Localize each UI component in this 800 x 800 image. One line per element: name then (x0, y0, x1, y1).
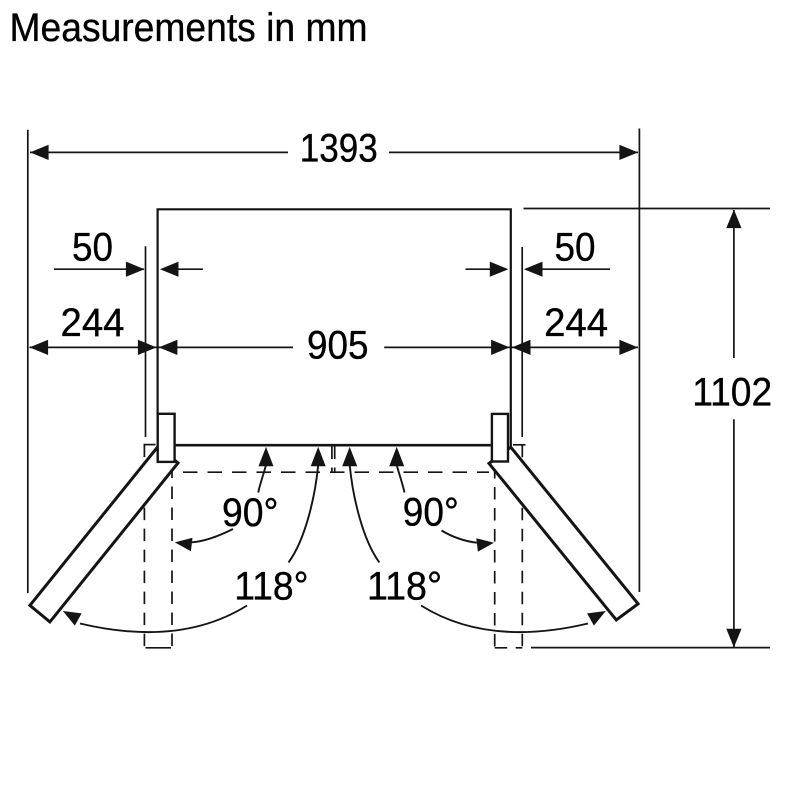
svg-text:244: 244 (61, 301, 125, 345)
svg-text:50: 50 (72, 226, 113, 270)
svg-text:90°: 90° (222, 491, 279, 535)
svg-text:90°: 90° (403, 491, 459, 535)
svg-text:1393: 1393 (300, 126, 378, 170)
svg-text:50: 50 (555, 226, 596, 270)
svg-text:118°: 118° (234, 565, 308, 609)
svg-text:905: 905 (307, 324, 369, 368)
svg-text:1102: 1102 (692, 371, 772, 415)
svg-text:Measurements in mm: Measurements in mm (10, 6, 368, 50)
svg-text:244: 244 (544, 301, 608, 345)
svg-text:118°: 118° (367, 565, 442, 609)
